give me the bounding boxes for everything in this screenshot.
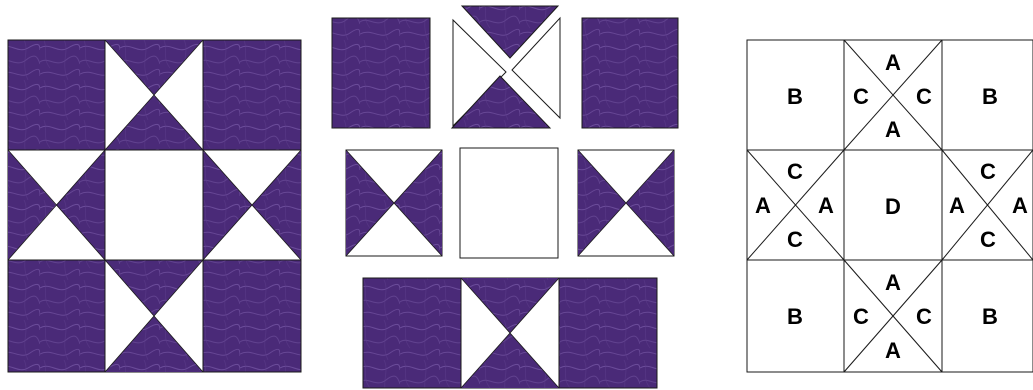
exploded-layout [332,6,678,388]
label-c-bottom-2: C [916,304,932,329]
piece-hourglass-left [346,150,442,256]
label-a-bottom-1: A [885,270,901,295]
hourglass-top [105,40,203,150]
label-a-left-2: A [818,193,834,218]
label-d-center: D [885,194,901,219]
label-c-right-1: C [980,159,996,184]
corner-square-tr [203,40,301,150]
corner-square-br [203,260,301,372]
label-c-top-2: C [916,84,932,109]
piece-square-top-left [332,18,430,128]
piece-hourglass-bottom [461,278,559,388]
corner-square-tl [8,40,105,150]
corner-square-bl [8,260,105,372]
piece-square-top-right [582,18,678,128]
label-c-left-1: C [787,159,803,184]
label-a-right-2: A [1012,193,1028,218]
label-a-top-1: A [885,50,901,75]
label-c-bottom-1: C [853,304,869,329]
piece-square-bottom-left [363,278,461,388]
label-a-top-2: A [885,117,901,142]
label-a-bottom-2: A [885,338,901,363]
center-square [105,150,203,260]
piece-square-bottom-right [559,278,657,388]
hourglass-bottom [105,260,203,372]
label-c-right-2: C [980,227,996,252]
finished-block [8,40,301,372]
hourglass-right [203,150,301,260]
piece-split-hourglass [452,6,560,128]
label-b-bottom-left: B [787,304,803,329]
label-a-left-1: A [755,193,771,218]
hourglass-left [8,150,105,260]
label-b-top-right: B [982,84,998,109]
label-c-left-2: C [787,227,803,252]
piece-hourglass-right [578,150,674,256]
label-b-bottom-right: B [982,304,998,329]
label-c-top-1: C [853,84,869,109]
piece-center-square [460,148,558,258]
label-a-right-1: A [949,193,965,218]
label-b-top-left: B [787,84,803,109]
